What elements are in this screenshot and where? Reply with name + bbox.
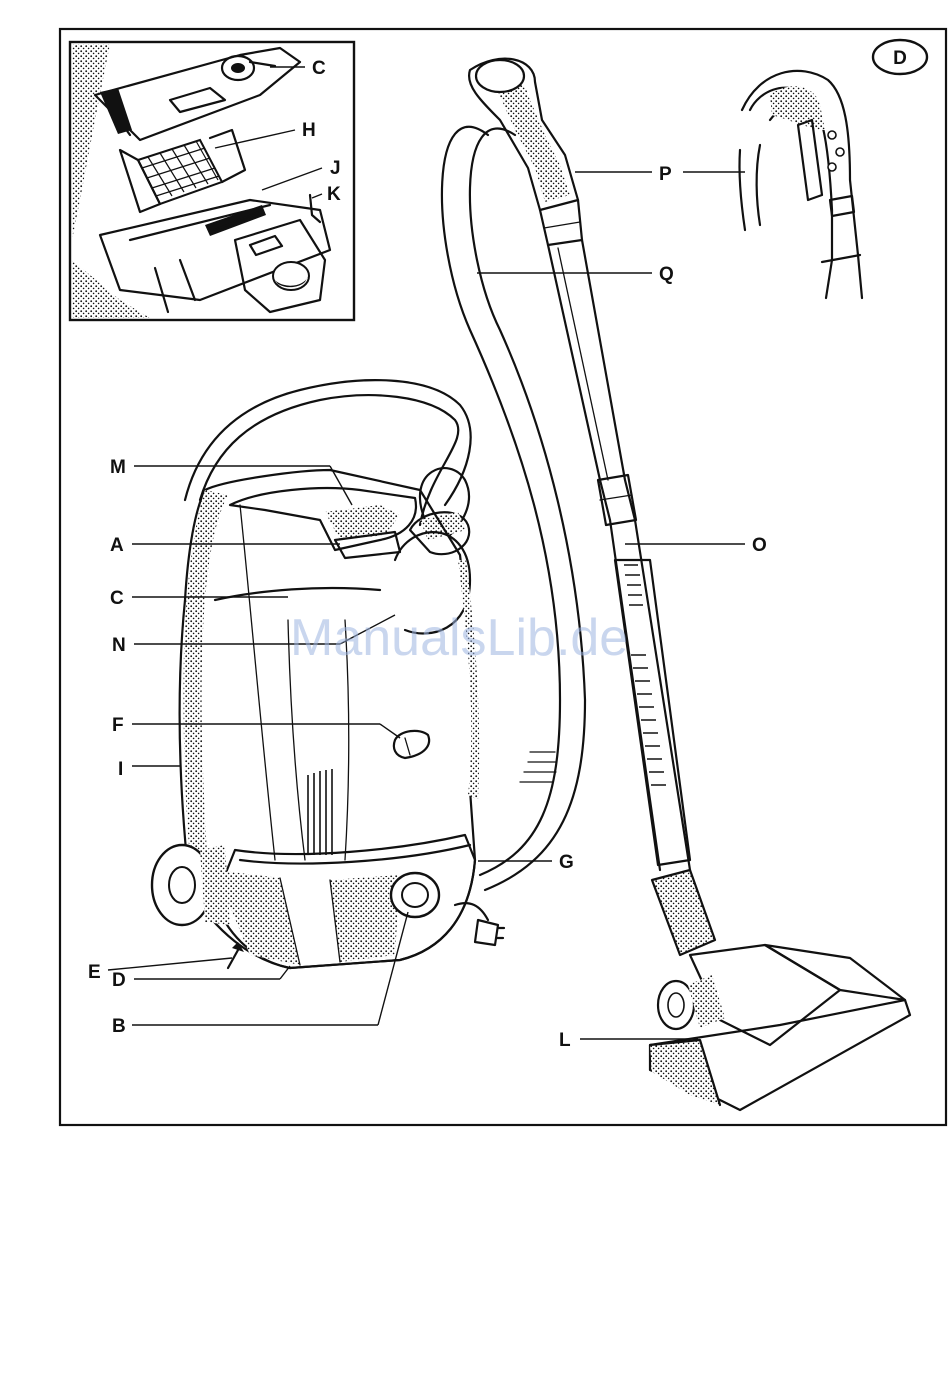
hose-handle xyxy=(469,59,582,245)
label-l: L xyxy=(559,1030,571,1051)
label-q: Q xyxy=(659,264,674,285)
label-b: B xyxy=(112,1016,126,1037)
label-n: N xyxy=(112,635,126,656)
telescopic-tube xyxy=(548,240,715,955)
label-c: C xyxy=(110,588,124,609)
page-badge: D xyxy=(873,40,927,74)
label-e: E xyxy=(88,962,101,983)
inset-open-compartment xyxy=(70,42,354,320)
label-m: M xyxy=(110,457,126,478)
label-o: O xyxy=(752,535,767,556)
label-j: J xyxy=(330,158,341,179)
label-c-inset: C xyxy=(312,58,326,79)
label-i: I xyxy=(118,759,123,780)
label-d: D xyxy=(112,970,126,991)
floor-nozzle xyxy=(650,945,910,1110)
label-p: P xyxy=(659,164,672,185)
label-a: A xyxy=(110,535,124,556)
label-h: H xyxy=(302,120,316,141)
handle-detail xyxy=(739,71,862,298)
watermark: ManualsLib.de xyxy=(290,609,628,667)
page-badge-text: D xyxy=(893,48,907,69)
label-f: F xyxy=(112,715,124,736)
label-k: K xyxy=(327,184,341,205)
label-g: G xyxy=(559,852,574,873)
